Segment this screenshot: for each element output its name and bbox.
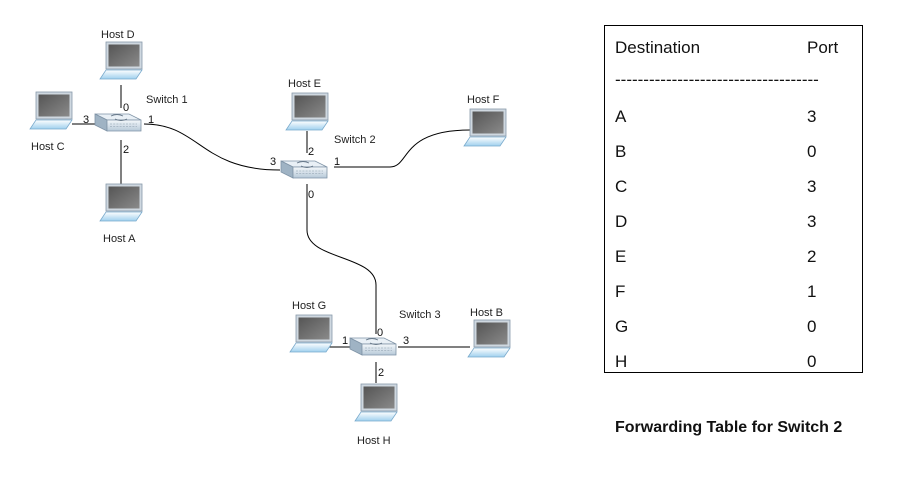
row-dest: D — [615, 212, 628, 231]
switch-3-port-2: 2 — [378, 367, 384, 379]
switch-1-port-1: 1 — [148, 114, 154, 126]
header-port: Port — [807, 38, 839, 57]
row-dest: C — [615, 177, 628, 196]
laptop-icon — [99, 41, 143, 80]
laptop-icon — [29, 91, 73, 130]
host-a-label: Host A — [103, 233, 136, 245]
switch-icon — [280, 160, 328, 179]
switch-3: Switch 3 0 1 2 3 — [342, 309, 441, 379]
switch-2-port-0: 0 — [308, 189, 314, 201]
row-port: 2 — [807, 247, 817, 266]
row-dest: E — [615, 247, 627, 266]
header-destination: Destination — [615, 38, 701, 57]
table-separator: ------------------------------------ — [615, 70, 819, 89]
switch-3-port-1: 1 — [342, 335, 348, 347]
row-dest: G — [615, 317, 629, 336]
network-diagram: Host D Host C Host A Host E Host F Host … — [29, 29, 511, 447]
host-a: Host A — [99, 183, 143, 245]
switch-1-port-3: 3 — [83, 114, 89, 126]
host-h: Host H — [354, 383, 398, 447]
switch-2-label: Switch 2 — [334, 134, 376, 146]
switch-icon — [349, 337, 397, 356]
host-g: Host G — [289, 300, 333, 353]
laptop-icon — [463, 108, 507, 147]
switch-2: Switch 2 0 1 2 3 — [270, 134, 376, 201]
switch-3-port-0: 0 — [377, 327, 383, 339]
host-g-label: Host G — [292, 300, 326, 312]
host-f: Host F — [463, 94, 507, 147]
switch-1-label: Switch 1 — [146, 94, 188, 106]
row-port: 3 — [807, 212, 817, 231]
switch-3-label: Switch 3 — [399, 309, 441, 321]
host-f-label: Host F — [467, 94, 500, 106]
row-port: 3 — [807, 177, 817, 196]
switch-icon — [94, 113, 142, 132]
row-port: 0 — [807, 317, 817, 336]
row-dest: A — [615, 107, 627, 126]
row-dest: F — [615, 282, 626, 301]
host-b-label: Host B — [470, 307, 503, 319]
host-d: Host D — [99, 29, 143, 80]
laptop-icon — [99, 183, 143, 222]
link-s2-host-f — [334, 129, 471, 168]
switch-2-port-1: 1 — [334, 156, 340, 168]
switch-3-port-3: 3 — [403, 335, 409, 347]
host-c-label: Host C — [31, 141, 65, 153]
row-dest: B — [615, 142, 627, 161]
laptop-icon — [289, 314, 333, 353]
switch-1-port-0: 0 — [123, 102, 129, 114]
host-e-label: Host E — [288, 78, 321, 90]
host-e: Host E — [285, 78, 329, 131]
host-c: Host C — [29, 91, 73, 153]
laptop-icon — [354, 383, 398, 422]
switch-2-port-3: 3 — [270, 156, 276, 168]
host-h-label: Host H — [357, 435, 391, 447]
row-port: 3 — [807, 107, 817, 126]
row-port: 0 — [807, 142, 817, 161]
link-s1-s2 — [143, 123, 281, 171]
switch-1: Switch 1 0 1 2 3 — [83, 94, 188, 156]
row-dest: H — [615, 352, 628, 371]
forwarding-table: Destination Port -----------------------… — [604, 25, 863, 373]
laptop-icon — [285, 92, 329, 131]
switch-2-port-2: 2 — [308, 146, 314, 158]
network-links — [72, 85, 471, 383]
row-port: 1 — [807, 282, 817, 301]
row-port: 0 — [807, 352, 817, 371]
host-b: Host B — [467, 307, 511, 358]
switch-1-port-2: 2 — [123, 144, 129, 156]
link-s2-s3 — [306, 184, 377, 334]
table-caption: Forwarding Table for Switch 2 — [615, 419, 843, 436]
laptop-icon — [467, 319, 511, 358]
host-d-label: Host D — [101, 29, 135, 41]
